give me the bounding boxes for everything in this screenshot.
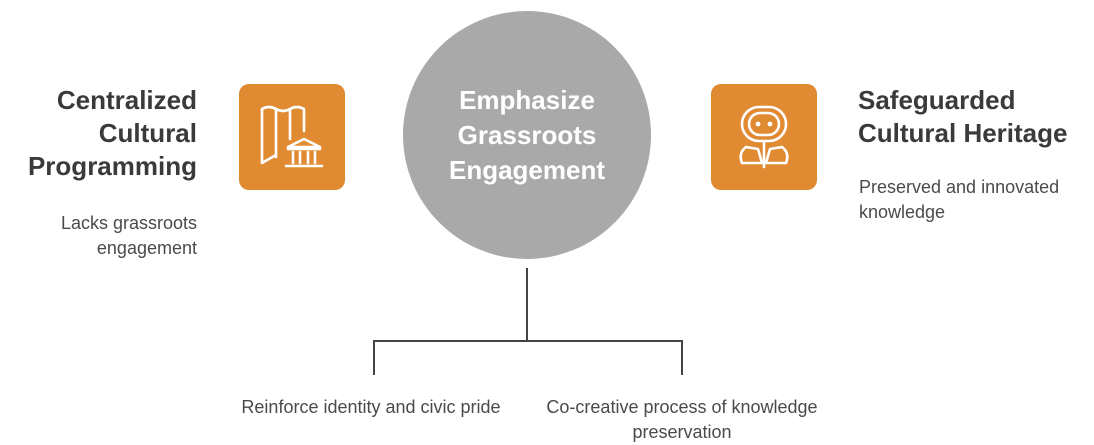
map-with-building-icon (260, 105, 324, 168)
branch-label-left: Reinforce identity and civic pride (241, 397, 501, 417)
branch-label-right: Co-creative process of knowledge preserv… (546, 397, 818, 442)
left-description: Lacks grassroots engagement (60, 213, 197, 258)
central-circle: Emphasize Grassroots Engagement (403, 11, 651, 259)
left-icon-tile (239, 84, 345, 190)
right-title: Safeguarded Cultural Heritage (858, 85, 1068, 148)
robot-flower-icon (739, 105, 789, 169)
right-description: Preserved and innovated knowledge (859, 177, 1060, 222)
connector-bracket (373, 340, 683, 375)
left-eye (755, 121, 761, 127)
right-icon-tile (711, 84, 817, 190)
left-title: Centralized Cultural Programming (27, 85, 197, 181)
right-eye (767, 121, 773, 127)
central-label: Emphasize Grassroots Engagement (448, 84, 606, 185)
